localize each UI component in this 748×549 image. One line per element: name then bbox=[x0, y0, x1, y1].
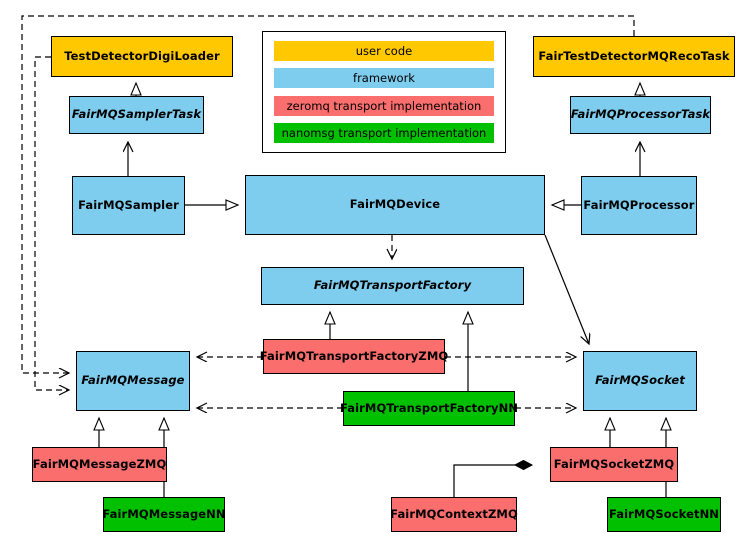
class-node-fairmqsocketnn[interactable]: FairMQSocketNN bbox=[607, 497, 721, 532]
class-node-fairmqtransportfactory[interactable]: FairMQTransportFactory bbox=[261, 267, 524, 305]
legend-item-framework: framework bbox=[274, 68, 494, 89]
class-node-fairmqcontextzmq[interactable]: FairMQContextZMQ bbox=[390, 497, 518, 532]
class-node-fairmqtransportfactorynn[interactable]: FairMQTransportFactoryNN bbox=[339, 391, 519, 426]
class-node-fairtestdetectormqrecotask[interactable]: FairTestDetectorMQRecoTask bbox=[533, 36, 735, 77]
legend-item-zeromq: zeromq transport implementation bbox=[274, 95, 494, 116]
class-node-fairmqsocketzmq[interactable]: FairMQSocketZMQ bbox=[550, 447, 678, 482]
class-label: FairMQSocket bbox=[595, 373, 685, 388]
class-label: FairMQSocketZMQ bbox=[553, 456, 675, 471]
class-label: TestDetectorDigiLoader bbox=[64, 48, 220, 63]
legend-item-nanomsg: nanomsg transport implementation bbox=[274, 122, 494, 143]
class-label: FairTestDetectorMQRecoTask bbox=[538, 48, 730, 63]
class-label: FairMQProcessorTask bbox=[570, 107, 711, 122]
class-label: FairMQTransportFactoryNN bbox=[339, 400, 519, 415]
class-node-fairmqprocessortask[interactable]: FairMQProcessorTask bbox=[570, 96, 711, 134]
class-node-fairmqsamplertask[interactable]: FairMQSamplerTask bbox=[69, 96, 204, 134]
class-label: FairMQMessage bbox=[81, 373, 185, 388]
class-label: FairMQSamplerTask bbox=[71, 107, 202, 122]
edge-digiloader-to-message bbox=[34, 56, 69, 390]
legend: user code framework zeromq transport imp… bbox=[262, 31, 506, 153]
legend-label-nanomsg: nanomsg transport implementation bbox=[281, 125, 487, 140]
class-label: FairMQContextZMQ bbox=[390, 506, 518, 521]
legend-label-framework: framework bbox=[353, 71, 415, 86]
class-node-fairmqsampler[interactable]: FairMQSampler bbox=[72, 176, 185, 235]
class-label: FairMQSampler bbox=[78, 197, 179, 212]
class-node-fairmqtransportfactoryzmq[interactable]: FairMQTransportFactoryZMQ bbox=[260, 339, 448, 374]
class-node-fairmqmessage[interactable]: FairMQMessage bbox=[76, 351, 190, 411]
class-label: FairMQMessageNN bbox=[102, 506, 226, 521]
class-node-testdetectordigiloader[interactable]: TestDetectorDigiLoader bbox=[51, 36, 233, 77]
class-node-fairmqdevice[interactable]: FairMQDevice bbox=[245, 175, 545, 235]
class-node-fairmqmessagenn[interactable]: FairMQMessageNN bbox=[102, 497, 226, 532]
class-node-fairmqsocket[interactable]: FairMQSocket bbox=[583, 351, 697, 411]
legend-label-user-code: user code bbox=[355, 44, 413, 58]
class-label: FairMQProcessor bbox=[583, 197, 695, 212]
class-node-fairmqmessagezmq[interactable]: FairMQMessageZMQ bbox=[32, 447, 167, 482]
edge-socketzmq-composition-contextzmq bbox=[453, 465, 532, 497]
legend-item-user-code: user code bbox=[274, 41, 494, 61]
legend-label-zeromq: zeromq transport implementation bbox=[286, 98, 482, 113]
edge-device-to-socket bbox=[544, 234, 589, 344]
class-label: FairMQTransportFactory bbox=[313, 278, 472, 293]
class-label: FairMQSocketNN bbox=[608, 506, 720, 521]
class-label: FairMQMessageZMQ bbox=[32, 456, 167, 471]
class-label: FairMQDevice bbox=[349, 197, 441, 212]
class-label: FairMQTransportFactoryZMQ bbox=[259, 348, 449, 363]
class-node-fairmqprocessor[interactable]: FairMQProcessor bbox=[581, 176, 697, 235]
